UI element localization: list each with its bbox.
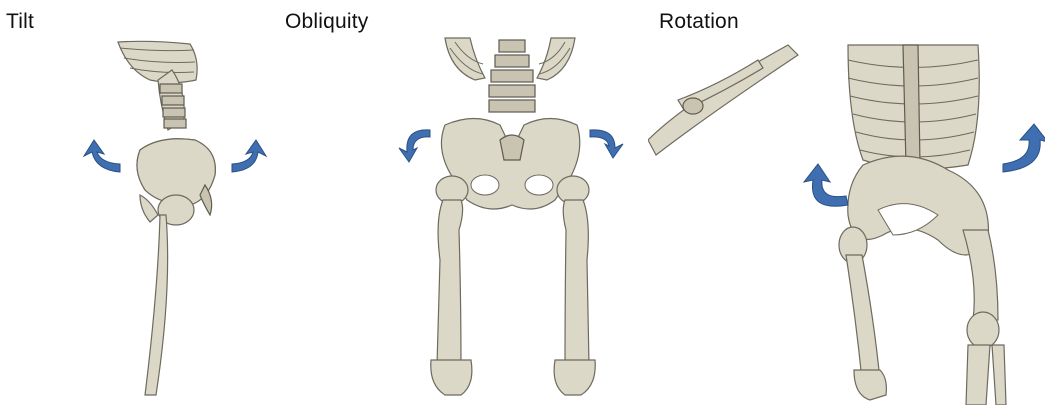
curved-arrow-right-icon bbox=[232, 140, 266, 172]
tilt-skeleton-illustration bbox=[0, 0, 270, 405]
curved-arrow-left-icon bbox=[84, 140, 120, 172]
tilt-panel: Tilt bbox=[0, 0, 270, 405]
spine bbox=[489, 40, 535, 112]
curved-arrow-right-icon bbox=[1003, 124, 1045, 172]
curved-arrow-left-icon bbox=[399, 130, 430, 162]
obliquity-skeleton-illustration bbox=[285, 0, 640, 405]
rib-cage bbox=[848, 45, 979, 169]
curved-arrow-right-icon bbox=[590, 130, 623, 158]
left-femur bbox=[839, 227, 886, 400]
right-femur bbox=[963, 230, 1006, 405]
rotation-panel: Rotation bbox=[648, 0, 1045, 405]
obliquity-panel: Obliquity bbox=[285, 0, 640, 405]
rotation-skeleton-illustration bbox=[648, 0, 1045, 405]
left-femur bbox=[431, 176, 472, 395]
rib-cage bbox=[118, 41, 197, 82]
right-femur bbox=[554, 176, 595, 395]
arm-bones bbox=[648, 45, 798, 155]
femur bbox=[140, 195, 194, 395]
curved-arrow-left-icon bbox=[804, 164, 848, 206]
